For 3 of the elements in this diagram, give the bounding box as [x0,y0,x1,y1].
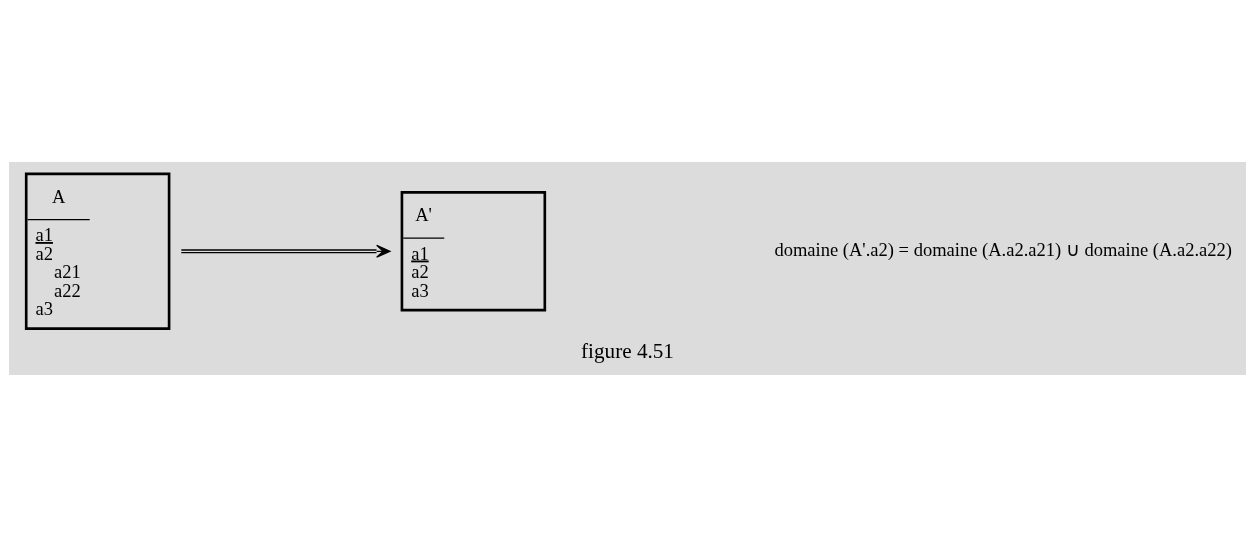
caption: figure 4.51 [581,338,674,363]
arrow [180,244,391,258]
label: domaine (A'.a2) = domaine (A.a2.a21) ∪ domaine (A.a2.a22) [774,239,1233,261]
